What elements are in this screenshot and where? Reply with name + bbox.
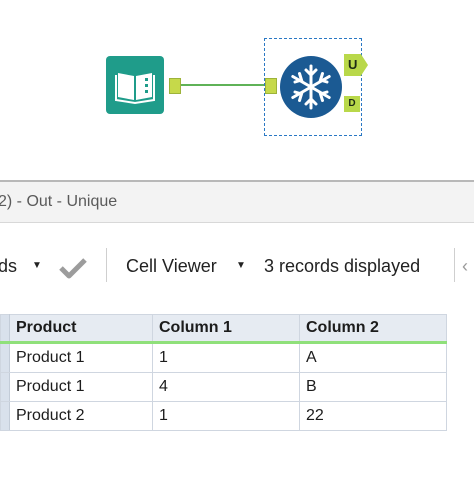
window-divider (0, 180, 474, 182)
table-row[interactable]: Product 1 4 B (0, 372, 447, 402)
unique-tool[interactable] (280, 56, 342, 118)
duplicates-output-anchor[interactable]: D (344, 96, 360, 112)
table-cell[interactable]: 1 (152, 401, 300, 431)
row-number-cell (0, 401, 10, 431)
table-cell[interactable]: A (299, 342, 447, 373)
checkmark-icon[interactable] (58, 256, 88, 280)
table-header-row: Product Column 1 Column 2 (0, 314, 447, 344)
chevron-down-icon[interactable]: ▼ (32, 260, 42, 271)
results-title: 2) - Out - Unique (0, 193, 118, 210)
toolbar-separator (454, 248, 455, 282)
results-window: 2) - Out - Unique ds ▼ Cell Viewer ▼ 3 r… (0, 180, 474, 477)
results-titlebar: 2) - Out - Unique (0, 182, 474, 223)
toolbar-separator (106, 248, 107, 282)
connection-line[interactable] (181, 84, 265, 86)
cell-viewer-chevron-icon[interactable]: ▼ (236, 260, 246, 271)
input-output-anchor[interactable] (169, 78, 181, 94)
results-toolbar: ds ▼ Cell Viewer ▼ 3 records displayed ‹ (0, 242, 474, 292)
table-cell[interactable]: Product 1 (9, 342, 153, 373)
snowflake-icon (291, 64, 331, 110)
cell-viewer-button[interactable]: Cell Viewer (126, 256, 217, 276)
workflow-canvas[interactable]: U D (0, 0, 474, 180)
results-table: Product Column 1 Column 2 Product 1 1 A … (0, 314, 447, 431)
row-number-cell (0, 342, 10, 373)
row-number-header (0, 314, 10, 344)
table-cell[interactable]: Product 2 (9, 401, 153, 431)
input-data-tool[interactable] (106, 56, 164, 114)
table-row[interactable]: Product 2 1 22 (0, 401, 447, 431)
records-count: 3 records displayed (264, 256, 421, 276)
unique-tool-selection (264, 38, 362, 136)
table-cell[interactable]: 22 (299, 401, 447, 431)
unique-output-anchor[interactable]: U (344, 54, 368, 76)
table-cell[interactable]: 4 (152, 372, 300, 402)
toolbar-overflow-icon[interactable]: ‹ (462, 256, 468, 276)
column-header[interactable]: Column 2 (299, 314, 447, 344)
records-dropdown-label[interactable]: ds (0, 256, 18, 276)
row-number-cell (0, 372, 10, 402)
table-cell[interactable]: B (299, 372, 447, 402)
column-header[interactable]: Product (9, 314, 153, 344)
unique-input-anchor[interactable] (265, 78, 277, 94)
column-header[interactable]: Column 1 (152, 314, 300, 344)
table-row[interactable]: Product 1 1 A (0, 342, 447, 373)
table-cell[interactable]: Product 1 (9, 372, 153, 402)
table-cell[interactable]: 1 (152, 342, 300, 373)
book-icon (115, 73, 155, 105)
